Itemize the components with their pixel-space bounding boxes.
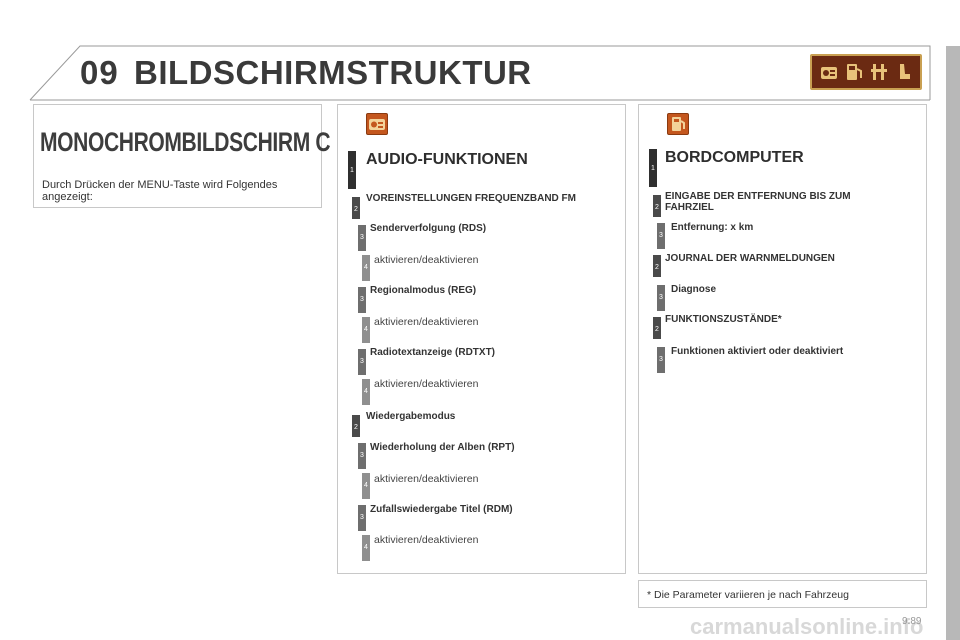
menu-item: Senderverfolgung (RDS): [370, 223, 487, 234]
seat-icon: [894, 61, 914, 83]
level-marker-3: 3: [358, 349, 366, 375]
menu-item: Diagnose: [671, 284, 717, 295]
level-marker-4: 4: [362, 473, 370, 499]
page-title: BILDSCHIRMSTRUKTUR: [134, 54, 532, 91]
menu-item: Regionalmodus (REG): [370, 285, 477, 296]
level-marker-4: 4: [362, 379, 370, 405]
sidebar-tab: [946, 46, 960, 640]
chapter-number: 09: [80, 54, 119, 91]
level-marker-2: 2: [653, 195, 661, 217]
audio-panel: 1 AUDIO-FUNKTIONEN 2 VOREINSTELLUNGEN FR…: [337, 104, 626, 574]
fuel-icon: [667, 113, 689, 135]
menu-item: aktivieren/deaktivieren: [374, 378, 479, 390]
menu-item: Wiederholung der Alben (RPT): [370, 442, 515, 453]
level-marker-3: 3: [358, 225, 366, 251]
menu-item: aktivieren/deaktivieren: [374, 254, 479, 266]
level-marker-3: 3: [657, 285, 665, 311]
header-divider: [29, 45, 931, 101]
monochrome-panel: MONOCHROMBILDSCHIRM C Durch Drücken der …: [33, 104, 331, 208]
tools-icon: [869, 61, 889, 83]
menu-item: aktivieren/deaktivieren: [374, 534, 479, 546]
watermark: carmanualsonline.info: [690, 614, 924, 639]
footnote-box: * Die Parameter variieren je nach Fahrze…: [638, 580, 927, 608]
level-marker-4: 4: [362, 535, 370, 561]
level-marker-2: 2: [653, 317, 661, 339]
menu-item: Wiedergabemodus: [366, 411, 456, 422]
level-marker-3: 3: [358, 505, 366, 531]
menu-item: VOREINSTELLUNGEN FREQUENZBAND FM: [366, 193, 576, 204]
header-icon-strip: [810, 54, 922, 90]
menu-item: JOURNAL DER WARNMELDUNGEN: [665, 253, 835, 264]
menu-item: FUNKTIONSZUSTÄNDE*: [665, 314, 782, 325]
computer-panel: 1 BORDCOMPUTER 2 EINGABE DER ENTFERNUNG …: [638, 104, 927, 574]
menu-item: Funktionen aktiviert oder deaktiviert: [671, 346, 844, 357]
page-number: 9.89: [902, 616, 922, 627]
level-marker-4: 4: [362, 317, 370, 343]
level-marker-3: 3: [358, 443, 366, 469]
level-marker-2: 2: [352, 197, 360, 219]
footnote-text: * Die Parameter variieren je nach Fahrze…: [647, 589, 849, 601]
menu-item: Zufallswiedergabe Titel (RDM): [370, 504, 513, 515]
audio-section-title: AUDIO-FUNKTIONEN: [366, 151, 528, 168]
menu-item: aktivieren/deaktivieren: [374, 316, 479, 328]
radio-icon: [366, 113, 388, 135]
level-marker-3: 3: [657, 347, 665, 373]
intro-text: Durch Drücken der MENU-Taste wird Folgen…: [42, 179, 278, 203]
level-marker-3: 3: [657, 223, 665, 249]
fuel-icon: [844, 61, 864, 83]
level-marker-1: 1: [649, 149, 657, 187]
menu-item: aktivieren/deaktivieren: [374, 473, 479, 485]
menu-item: EINGABE DER ENTFERNUNG BIS ZUM FAHRZIEL: [665, 191, 851, 213]
menu-item: Entfernung: x km: [671, 222, 754, 233]
menu-item: Radiotextanzeige (RDTXT): [370, 347, 496, 358]
level-marker-2: 2: [352, 415, 360, 437]
level-marker-1: 1: [348, 151, 356, 189]
screen-type-title: MONOCHROMBILDSCHIRM C: [40, 127, 331, 157]
level-marker-2: 2: [653, 255, 661, 277]
computer-section-title: BORDCOMPUTER: [665, 149, 804, 166]
level-marker-4: 4: [362, 255, 370, 281]
level-marker-3: 3: [358, 287, 366, 313]
radio-icon: [819, 61, 839, 83]
